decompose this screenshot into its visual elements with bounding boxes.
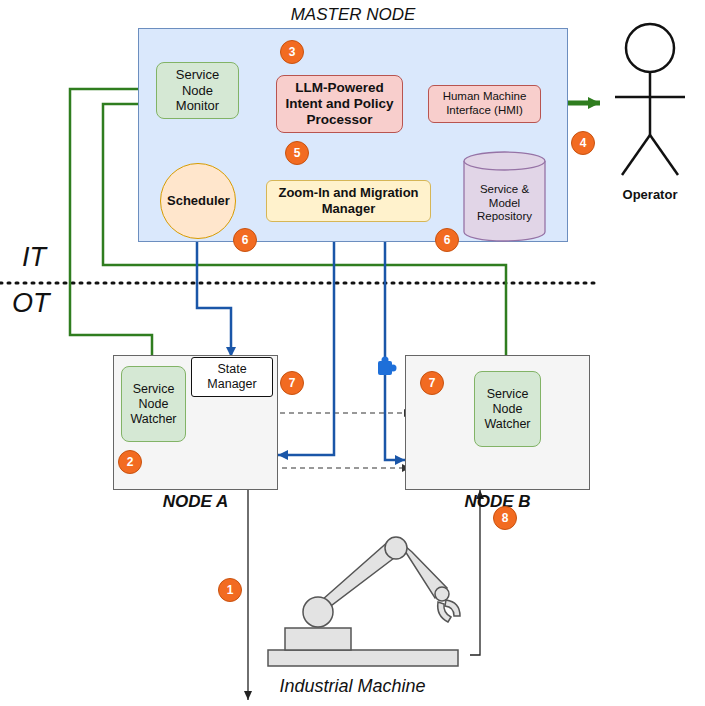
industrial-machine-node: Industrial Machine bbox=[235, 530, 470, 700]
operator-figure-node: Operator bbox=[600, 20, 700, 205]
callout-number: 4 bbox=[571, 131, 595, 155]
state-manager-box: State Manager bbox=[191, 357, 273, 397]
callout-number: 2 bbox=[118, 450, 142, 474]
hmi-box: Human Machine Interface (HMI) bbox=[428, 85, 541, 123]
puzzle-icon bbox=[378, 357, 397, 376]
node-text: Operator bbox=[600, 187, 700, 203]
watcher-box: Service Node Watcher bbox=[121, 366, 186, 442]
zone-label: IT bbox=[22, 244, 46, 271]
node-text: NODE A bbox=[114, 492, 277, 512]
connector bbox=[385, 222, 405, 460]
connector bbox=[197, 239, 231, 357]
llm-box: LLM-Powered Intent and Policy Processor bbox=[276, 75, 403, 134]
zoom-in-manager-box: Zoom-In and Migration Manager bbox=[266, 180, 431, 221]
operator-figure bbox=[615, 24, 685, 175]
node-text: Zoom-In and Migration Manager bbox=[269, 183, 428, 218]
callout-number: 6 bbox=[233, 228, 257, 252]
callout-number: 7 bbox=[420, 371, 444, 395]
node-text: Scheduler bbox=[163, 191, 233, 211]
it-ot-divider bbox=[0, 282, 600, 285]
connector bbox=[470, 490, 480, 655]
callout-number: 7 bbox=[280, 371, 304, 395]
node-text: Industrial Machine bbox=[235, 676, 470, 698]
repository-cylinder: Service & Model Repository bbox=[463, 151, 546, 242]
callout-number: 6 bbox=[435, 228, 459, 252]
callout-number: 8 bbox=[493, 506, 517, 530]
master-node-panel: MASTER NODEService Node MonitorLLM-Power… bbox=[138, 28, 568, 242]
monitor-box: Service Node Monitor bbox=[156, 62, 239, 119]
node-text: Service Node Watcher bbox=[477, 385, 538, 434]
node-text: Service & Model Repository bbox=[466, 181, 543, 226]
node-text: LLM-Powered Intent and Policy Processor bbox=[279, 78, 400, 131]
connector bbox=[278, 222, 334, 455]
robot-arm bbox=[268, 537, 460, 666]
node-text: Service Node Monitor bbox=[159, 65, 236, 116]
node-text: State Manager bbox=[194, 360, 270, 394]
cylinder-outline bbox=[463, 151, 546, 242]
zone-label: OT bbox=[12, 290, 50, 317]
callout-number: 1 bbox=[218, 578, 242, 602]
callout-number: 3 bbox=[280, 40, 304, 64]
callout-number: 5 bbox=[285, 141, 309, 165]
watcher-box: Service Node Watcher bbox=[474, 371, 541, 447]
node-text: MASTER NODE bbox=[139, 5, 567, 25]
node-text: Service Node Watcher bbox=[124, 380, 183, 429]
scheduler-circle: Scheduler bbox=[160, 163, 236, 239]
node-text: Human Machine Interface (HMI) bbox=[431, 88, 538, 120]
